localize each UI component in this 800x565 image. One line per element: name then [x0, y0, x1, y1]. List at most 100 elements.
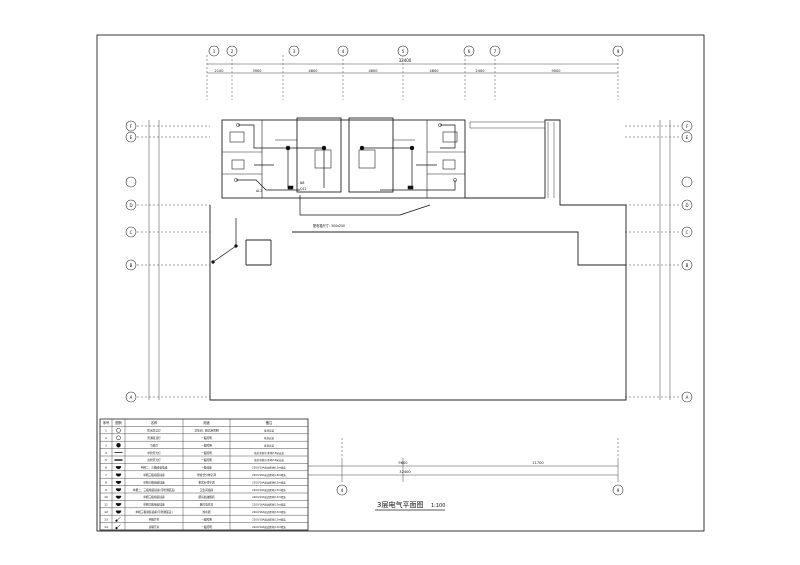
legend-row-number: 7 — [105, 473, 107, 477]
legend-row-note: 220V/10A底边距地1.5m暗装 — [252, 488, 286, 492]
legend-row-use: 一般照明 — [201, 443, 212, 447]
legend-row-number: 4 — [105, 451, 107, 455]
axis-labels-bottom: 4 9 — [341, 488, 620, 493]
legend-row-name: 防水防尘灯 — [147, 429, 161, 433]
svg-text:B: B — [130, 263, 133, 268]
svg-text:E: E — [130, 135, 133, 140]
legend-row-name: 单相三极暗装插座 — [143, 503, 165, 507]
legend-row-name: 单相三极暗装插座(带防溅面盖) — [135, 510, 172, 514]
legend-row-use: 一般插座 — [201, 466, 212, 470]
svg-text:A: A — [130, 395, 133, 400]
svg-text:9: 9 — [617, 49, 620, 54]
legend-row-note: 220V/16A底边距地2.3m暗装 — [252, 510, 286, 514]
building-outline — [209, 117, 627, 401]
moisture-lamp-icon — [116, 428, 121, 433]
legend-row-number: 1 — [105, 429, 107, 433]
legend-row-number: 2 — [105, 436, 107, 440]
socket-a-icon — [115, 466, 122, 470]
legend-row-name: 节能灯 — [150, 443, 158, 447]
svg-text:4: 4 — [342, 49, 345, 54]
device-symbols — [211, 123, 457, 264]
legend-row-number: 9 — [105, 488, 107, 492]
legend-row-use: 一般照明 — [201, 517, 212, 521]
svg-text:6: 6 — [468, 49, 471, 54]
legend-row-number: 10 — [104, 495, 108, 499]
svg-text:5: 5 — [402, 49, 405, 54]
svg-text:7: 7 — [494, 49, 497, 54]
terrace-stair — [469, 121, 555, 198]
drawing-scale: 1:100 — [431, 503, 445, 509]
socket-d-icon — [115, 488, 122, 492]
legend-header: 备注 — [266, 420, 273, 425]
axis-labels-left: F E D C B A — [129, 124, 132, 400]
plan-annotations: N8 Q12 AL3 配电箱尺寸: 300x250 — [256, 181, 345, 228]
axis-bubbles-top — [208, 45, 624, 57]
svg-text:F: F — [686, 124, 689, 129]
legend-row-name: 双管荧光灯 — [147, 458, 161, 462]
svg-text:B: B — [686, 263, 689, 268]
axis-bubbles-left — [125, 120, 137, 403]
svg-text:D: D — [129, 203, 132, 208]
legend-row-name: 单相二、三极暗装插座(带防溅面盖) — [133, 488, 175, 492]
svg-text:D: D — [685, 203, 688, 208]
svg-text:A: A — [686, 395, 689, 400]
svg-text:11700: 11700 — [532, 461, 544, 465]
svg-text:32400: 32400 — [399, 470, 411, 474]
socket-e-icon — [115, 495, 122, 499]
legend-row-number: 6 — [105, 466, 107, 470]
legend-row-use: 柜式分体空调 — [198, 480, 214, 484]
legend-header: 序号 — [103, 420, 109, 425]
svg-text:2400: 2400 — [476, 69, 485, 73]
svg-text:Q12: Q12 — [300, 187, 307, 191]
interior-partitions — [222, 120, 465, 198]
single-switch-icon — [115, 517, 121, 522]
legend-header: 图例 — [115, 420, 121, 425]
axis-bubbles-bottom — [336, 484, 624, 496]
legend-row-note: 220V/10A底边距地1.3m暗装 — [252, 525, 286, 529]
legend-row-note: 220V/16A底边距地1.8m暗装 — [252, 473, 286, 477]
legend-row-number: 14 — [104, 525, 108, 529]
top-dimension-chain — [206, 55, 619, 100]
legend-row-number: 5 — [105, 458, 107, 462]
double-switch-icon — [115, 524, 121, 530]
legend-row-note: 220V/10A底边距地2.2m暗装 — [252, 495, 286, 499]
legend-row-number: 8 — [105, 480, 107, 484]
socket-b-icon — [115, 473, 122, 477]
socket-c-icon — [115, 480, 122, 484]
axis-labels-top: 1 2 3 4 5 6 7 9 — [213, 49, 620, 54]
legend-row-note: 220V/16A底边距地1.3m暗装 — [252, 503, 286, 507]
side-dimension-lines — [137, 120, 681, 400]
socket-f-icon — [115, 503, 122, 507]
svg-text:E: E — [686, 135, 689, 140]
axis-labels-right: F E D C B A — [685, 124, 688, 400]
socket-g-icon — [115, 510, 122, 514]
svg-text:3: 3 — [293, 49, 296, 54]
svg-text:AL3: AL3 — [256, 189, 262, 193]
svg-text:4800: 4800 — [430, 69, 439, 73]
legend-header: 名称 — [151, 420, 158, 425]
legend-row-use: 一般照明 — [201, 436, 212, 440]
legend-row-use: 厨房电炊具 — [200, 503, 214, 507]
svg-text:4800: 4800 — [369, 69, 378, 73]
legend-row-name: 单相二、三极暗装插座 — [141, 466, 168, 470]
legend-row-use: 一般照明 — [201, 451, 212, 455]
legend-row-use: 卫生间、厨房用照明 — [194, 429, 218, 433]
legend-row-use: 热水器 — [202, 510, 210, 514]
legend-header: 用途 — [203, 420, 210, 425]
legend-row-number: 13 — [104, 517, 108, 521]
legend-row-note: 链吊或管吊 距地2.8米安装 — [254, 458, 284, 462]
legend-row-use: 壁挂式分体空调 — [197, 473, 216, 477]
svg-text:9: 9 — [617, 488, 620, 493]
svg-text:2100: 2100 — [215, 69, 224, 73]
legend-row-note: 吸顶安装 — [264, 436, 275, 440]
ceiling-lamp-icon — [116, 435, 121, 441]
legend-row-use: 一般照明 — [201, 525, 212, 529]
legend-row-note: 220V/16A底边距地0.3m暗装 — [252, 480, 286, 484]
legend-row-number: 11 — [104, 503, 108, 507]
svg-text:C: C — [686, 230, 689, 235]
svg-text:9600: 9600 — [398, 461, 408, 465]
top-dimension-ticks: 2100 3900 4800 4800 4800 2400 9000 — [215, 69, 561, 73]
legend-row-use: 厨房抽油烟机 — [198, 495, 214, 499]
